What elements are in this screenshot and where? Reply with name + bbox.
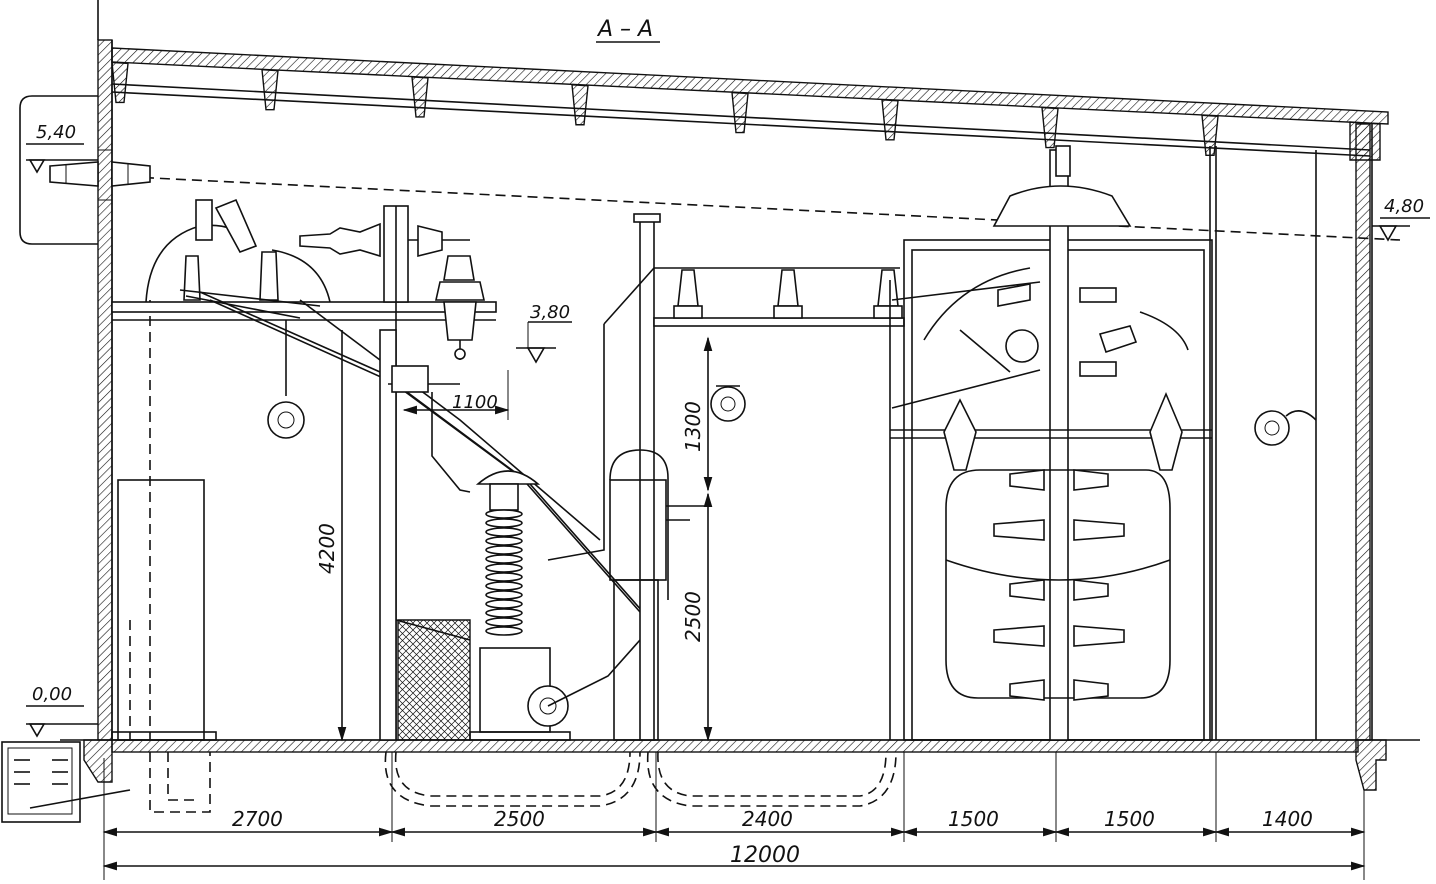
level-roof-left-label: 5,40 [36, 122, 76, 143]
section-title: A – A [596, 17, 653, 42]
post-insulator [677, 269, 699, 307]
lamp-left [267, 320, 305, 439]
right-breaker-vessel [890, 391, 1212, 701]
dim-bay-4: 1500 [948, 807, 999, 831]
vessel-insulator [1073, 579, 1109, 601]
post-insulator-base [773, 305, 803, 319]
vessel-insulator [1073, 469, 1109, 491]
insulator-shed [485, 608, 523, 618]
breaker-column [469, 470, 641, 741]
insulator-shed [485, 509, 523, 519]
insulator-shed [485, 554, 523, 564]
bus-line [111, 175, 1401, 241]
roof-rib [731, 91, 749, 134]
roof-rib [411, 76, 429, 118]
lamp-mid [710, 385, 746, 422]
upper-bus-rail [653, 267, 905, 327]
insulator-shed [485, 536, 523, 546]
dim-heights-mid: 1300 2500 [681, 336, 713, 742]
post-insulator [877, 269, 899, 307]
dim-bay-3: 2400 [742, 807, 793, 831]
level-roof-right-label: 4,80 [1384, 196, 1424, 217]
section-title-group: A – A [596, 17, 660, 43]
roof-rib [261, 68, 279, 111]
support-pole [547, 213, 706, 741]
vessel-insulator [1009, 679, 1045, 701]
roof-rib [1201, 114, 1219, 157]
dim-total: 12000 [730, 843, 800, 868]
insulator-shed [485, 545, 523, 555]
floor-slab [1, 739, 1420, 823]
roof-structure [111, 47, 1389, 161]
dim-bus-drop-label: 1300 [681, 401, 705, 452]
vessel-insulator [1009, 579, 1045, 601]
insulator-shed [485, 572, 523, 582]
dim-bay-2: 2500 [494, 807, 545, 831]
dim-bay-5: 1500 [1104, 807, 1155, 831]
mid-frame [379, 329, 471, 741]
dim-offset-label: 1100 [452, 392, 498, 413]
dim-height-left: 4200 [315, 330, 347, 742]
disconnector-left [145, 198, 331, 319]
dim-bay-6: 1400 [1262, 807, 1313, 831]
vessel-insulator [1073, 679, 1109, 701]
dim-bay-1: 2700 [232, 807, 283, 831]
level-roof-left: 5,40 [26, 122, 98, 174]
dim-offset: 1100 [402, 370, 510, 420]
level-mid: 3,80 [516, 302, 572, 364]
wall-bushing [49, 161, 151, 187]
roof-rib [111, 61, 129, 104]
insulator-shed [485, 626, 523, 636]
insulator-shed [485, 563, 523, 573]
dim-device-height-label: 2500 [681, 591, 705, 642]
insulator-shed [485, 527, 523, 537]
right-wall [1355, 123, 1387, 791]
post-insulator-base [873, 305, 903, 319]
level-mid-label: 3,80 [530, 302, 570, 323]
insulator-shed [485, 590, 523, 600]
level-roof-right: 4,80 [1372, 196, 1430, 242]
dim-bays: 2700 2500 2400 1500 1500 1400 12000 [102, 752, 1366, 880]
left-cabinet [111, 479, 217, 741]
left-wall [19, 0, 113, 741]
insulator-shed [485, 617, 523, 627]
vessel-insulator [1009, 469, 1045, 491]
vessel-insulator [993, 625, 1045, 647]
lamp-right [1254, 410, 1317, 446]
cable-trenches [129, 300, 897, 813]
level-floor-label: 0,00 [32, 684, 72, 705]
insulator-shed [485, 518, 523, 528]
roof-rib [881, 99, 899, 141]
diagonal-conductors [199, 291, 651, 621]
post-insulator [777, 269, 799, 307]
post-insulator-base [673, 305, 703, 319]
vessel-insulator [1073, 625, 1125, 647]
insulator-shed [485, 581, 523, 591]
dim-height-left-label: 4200 [315, 523, 339, 574]
disconnector-right [891, 185, 1189, 409]
arrester-top [435, 255, 485, 360]
right-cell-frame [889, 145, 1317, 741]
roof-rib [571, 83, 589, 126]
vessel-insulator [1073, 519, 1125, 541]
cable [29, 789, 131, 809]
vessel-insulator [993, 519, 1045, 541]
roof-rib [1041, 106, 1059, 149]
insulator-shed [485, 599, 523, 609]
level-floor: 0,00 [26, 684, 98, 738]
